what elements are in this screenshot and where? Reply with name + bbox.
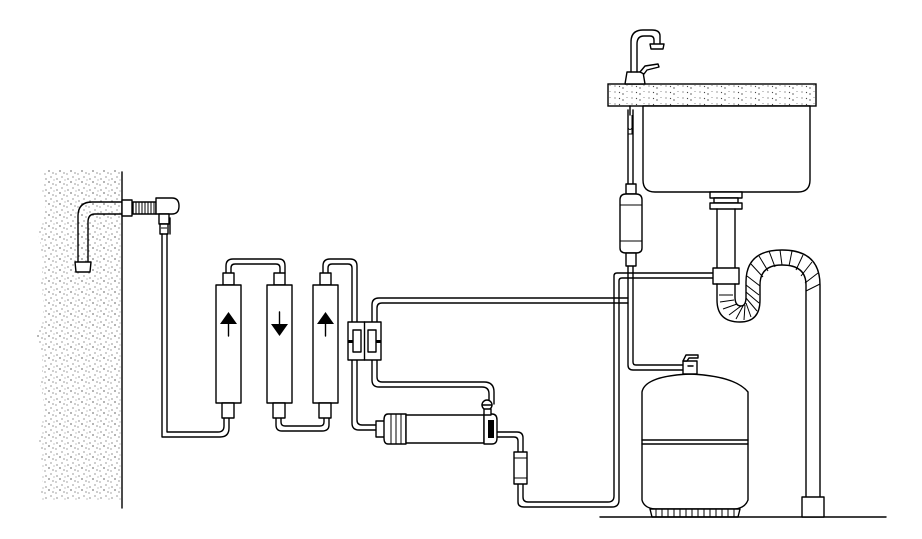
arrow-down-icon — [271, 311, 288, 336]
arrow-up-icon — [220, 312, 237, 337]
flow-restrictor — [513, 451, 528, 485]
ro-membrane — [375, 399, 498, 445]
pre-filter-2 — [266, 272, 293, 419]
countertop — [607, 83, 817, 107]
arrow-up-icon — [317, 312, 334, 337]
storage-tank — [641, 354, 749, 518]
shut-off-valve — [347, 321, 382, 361]
pre-filter-3 — [312, 272, 339, 419]
supply-pipe — [74, 199, 133, 273]
sink-basin — [642, 105, 811, 210]
feed-valve — [132, 197, 180, 235]
post-filter — [619, 183, 643, 267]
pre-filter-1 — [215, 272, 242, 419]
tubing — [161, 109, 721, 508]
drain-trap — [712, 208, 825, 518]
faucet-icon — [624, 29, 665, 135]
wall — [37, 170, 123, 509]
